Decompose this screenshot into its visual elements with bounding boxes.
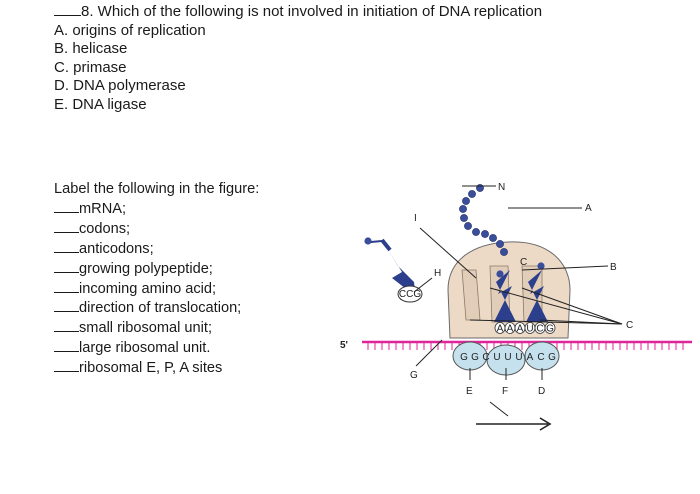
- incoming-amino-acid: [364, 237, 372, 245]
- label-item-ribosomal-sites: ribosomal E, P, A sites: [54, 358, 354, 378]
- label-blank[interactable]: [54, 199, 79, 213]
- option-b: B. helicase: [54, 40, 128, 58]
- label-item-large-ribosomal-unit: large ribosomal unit.: [54, 338, 354, 358]
- label-blank[interactable]: [54, 279, 79, 293]
- label-item-small-ribosomal-unit: small ribosomal unit;: [54, 318, 354, 338]
- label-item-text: codons;: [79, 220, 131, 237]
- label-item-text: incoming amino acid;: [79, 280, 217, 297]
- label-item-text: large ribosomal unit.: [79, 340, 211, 357]
- figure-label-n: N: [498, 182, 505, 193]
- small-ribosomal-subunit: [452, 341, 560, 376]
- question-stem-text: 8. Which of the following is not involve…: [81, 3, 543, 20]
- incoming-trna: CCG: [364, 237, 423, 303]
- figure-label-d: D: [538, 386, 545, 397]
- label-blank[interactable]: [54, 219, 79, 233]
- amino-acid-bead: [464, 222, 472, 230]
- label-item-mrna: mRNA;: [54, 199, 354, 219]
- label-blank[interactable]: [54, 239, 79, 253]
- codon-base: G: [548, 352, 556, 363]
- label-blank[interactable]: [54, 259, 79, 273]
- label-blank[interactable]: [54, 298, 79, 313]
- label-blank[interactable]: [54, 358, 79, 373]
- amino-acid-bead: [489, 234, 497, 242]
- label-item-text: growing polypeptide;: [79, 260, 213, 277]
- anticodon-base: A: [507, 324, 514, 335]
- amino-acid-bead: [500, 248, 508, 256]
- labeling-question: Label the following in the figure: mRNA;…: [54, 180, 354, 378]
- label-item-text: anticodons;: [79, 240, 154, 257]
- translocation-arrow: [476, 417, 552, 431]
- trna-p-site: [494, 270, 516, 322]
- label-item-text: ribosomal E, P, A sites: [79, 360, 223, 377]
- label-item-growing-polypeptide: growing polypeptide;: [54, 259, 354, 279]
- figure-label-h: H: [434, 268, 441, 279]
- codon-base: U: [504, 352, 511, 363]
- figure-label-f: F: [502, 386, 508, 397]
- label-item-anticodons: anticodons;: [54, 239, 354, 259]
- anticodon-base: A: [517, 324, 524, 335]
- option-c: C. primase: [54, 58, 127, 76]
- codon-base: U: [515, 352, 522, 363]
- option-d: D. DNA polymerase: [54, 77, 186, 95]
- five-prime-label: 5': [340, 340, 348, 351]
- amino-acid-bead: [496, 240, 504, 248]
- figure-label-b: B: [610, 262, 617, 273]
- figure-label-c-top: C: [520, 257, 527, 268]
- codon-base: G: [460, 352, 468, 363]
- question-stem: 8. Which of the following is not involve…: [54, 2, 654, 22]
- codon-base: A: [527, 352, 534, 363]
- codon-base: C: [537, 352, 544, 363]
- figure-label-c: C: [626, 320, 633, 331]
- labeling-prompt: Label the following in the figure:: [54, 181, 260, 197]
- question-8: 8. Which of the following is not involve…: [54, 2, 654, 115]
- label-item-text: mRNA;: [79, 200, 127, 217]
- codon-base: G: [471, 352, 479, 363]
- incoming-anticodon: CCG: [399, 289, 421, 300]
- label-item-text: direction of translocation;: [79, 300, 242, 317]
- amino-acid-bead: [472, 228, 480, 236]
- amino-acid-bead: [460, 214, 468, 222]
- label-item-incoming-amino-acid: incoming amino acid;: [54, 279, 354, 299]
- leader-lines: [413, 185, 623, 417]
- trna-a-site: [526, 262, 548, 322]
- label-blank[interactable]: [54, 338, 79, 353]
- answer-blank[interactable]: [54, 2, 81, 16]
- figure-label-e: E: [466, 386, 473, 397]
- amino-acid-bead: [462, 197, 470, 205]
- anticodon-base: A: [497, 324, 504, 335]
- label-item-direction-of-translocation: direction of translocation;: [54, 298, 354, 318]
- amino-acid-bead: [481, 230, 489, 238]
- codon-base: C: [482, 352, 489, 363]
- label-blank[interactable]: [54, 318, 79, 333]
- figure-label-g: G: [410, 370, 418, 381]
- figure-label-a: A: [585, 203, 592, 214]
- label-item-text: small ribosomal unit;: [79, 320, 213, 337]
- codon-base: U: [493, 352, 500, 363]
- amino-acid-bead: [459, 205, 467, 213]
- anticodon-base: C: [536, 324, 543, 335]
- growing-polypeptide: [459, 184, 508, 256]
- anticodon-base: G: [546, 324, 554, 335]
- amino-acid-bead: [468, 190, 476, 198]
- option-e: E. DNA ligase: [54, 95, 147, 113]
- label-item-codons: codons;: [54, 219, 354, 239]
- option-a: A. origins of replication: [54, 21, 206, 39]
- anticodon-base: U: [526, 324, 533, 335]
- figure-label-i: I: [414, 213, 417, 224]
- amino-acid-bead: [476, 184, 484, 192]
